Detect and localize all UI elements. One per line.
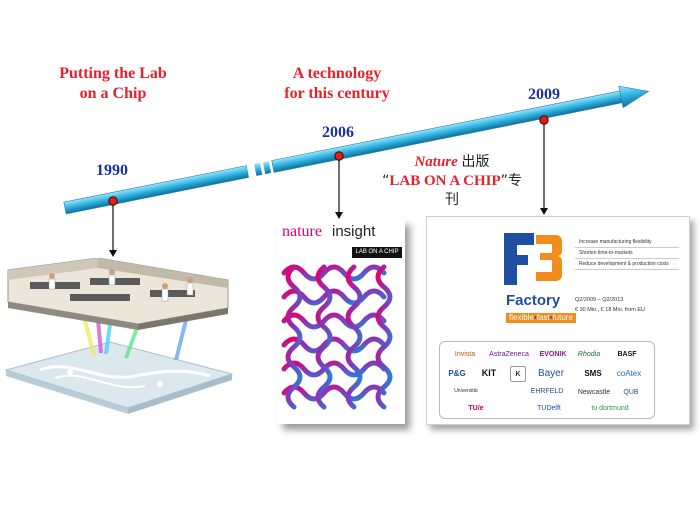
f3-bullet-2: Shorten time-to-markets: [575, 248, 679, 259]
partner-logo: EVONIK: [539, 350, 567, 358]
partner-logo: Bayer: [537, 367, 565, 379]
f3-period: Q2/2009 – Q2/2013: [575, 297, 624, 303]
headline-left-line-1: Putting the Lab: [59, 65, 167, 82]
marker-2006: [334, 151, 344, 161]
nature-note-nature: Nature: [414, 154, 458, 170]
f3-bullets: Increase manufacturing flexibility Short…: [575, 237, 679, 270]
nature-note: Nature 出版 “LAB ON A CHIP”专 刊: [372, 153, 532, 210]
nature-insight-cover: nature insight LAB ON A CHIP: [278, 219, 405, 424]
quote-open: “: [382, 173, 390, 189]
partner-logo: coAtex: [616, 368, 642, 378]
lab-on-chip-illustration: [4, 258, 234, 414]
nature-note-special-2: 刊: [445, 192, 459, 208]
partner-logo: tu dortmund: [591, 404, 629, 412]
headline-mid: A technology for this century: [262, 64, 412, 104]
headline-mid-line-2: for this century: [284, 85, 390, 102]
nature-note-line-2: “LAB ON A CHIP”专: [372, 172, 532, 191]
headline-left: Putting the Lab on a Chip: [38, 64, 188, 104]
marker-1990: [108, 196, 118, 206]
marker-2009: [539, 115, 549, 125]
year-2006: 2006: [322, 124, 354, 141]
f3-factory-panel: Factory flexible•fast•future Increase ma…: [426, 216, 690, 425]
nature-note-issue: LAB ON A CHIP: [389, 173, 501, 189]
slogan-sep-2: •: [549, 313, 553, 322]
partner-logo: EHRFELD: [530, 387, 564, 395]
partner-logo: BASF: [617, 350, 637, 358]
slogan-1: flexible: [509, 313, 534, 322]
partner-logo: K: [510, 366, 526, 382]
f3-partner-box: Invista AstraZeneca EVONIK Rhodia BASF P…: [439, 341, 655, 419]
f3-logo-mark: [502, 231, 564, 287]
cover-masthead: nature insight: [282, 223, 401, 245]
headline-mid-line-1: A technology: [292, 65, 382, 82]
partner-logo: QUB: [623, 388, 639, 396]
headline-left-line-2: on a Chip: [79, 85, 147, 102]
slogan-2: fast: [536, 313, 550, 322]
partner-logo: Invista: [454, 350, 476, 358]
f3-factory-wordmark: Factory: [506, 292, 561, 309]
cover-tag: LAB ON A CHIP: [352, 247, 402, 258]
cover-art: [281, 264, 393, 410]
partner-logo: Newcastle: [577, 388, 611, 396]
nature-note-line-3: 刊: [372, 191, 532, 210]
slogan-3: future: [552, 313, 573, 322]
partner-logo: P&G: [448, 368, 466, 378]
partner-logo: SMS: [584, 368, 602, 378]
cover-brand-left: nature: [282, 223, 322, 240]
partner-logo: TUDelft: [537, 404, 561, 412]
partner-logo: Universität: [454, 388, 478, 394]
year-2009: 2009: [528, 86, 560, 103]
partner-logo: TU/e: [468, 404, 484, 412]
nature-note-line-1: Nature 出版: [372, 153, 532, 172]
f3-bullet-3: Reduce development & production costs: [575, 259, 679, 270]
quote-close: ”: [500, 173, 508, 189]
partner-logo: Rhodia: [577, 350, 601, 358]
f3-logo-icon: [504, 233, 563, 285]
cover-brand-right: insight: [332, 223, 376, 240]
nature-note-special: 专: [507, 173, 522, 189]
partner-logo: AstraZeneca: [489, 350, 529, 358]
nature-note-publish: 出版: [461, 154, 490, 170]
f3-slogan: flexible•fast•future: [506, 313, 576, 323]
year-1990: 1990: [96, 162, 128, 179]
f3-funding: € 30 Mio., € 18 Mio. from EU: [575, 307, 645, 313]
f3-bullet-1: Increase manufacturing flexibility: [575, 237, 679, 248]
slogan-sep-1: •: [533, 313, 537, 322]
partner-logo: KIT: [481, 368, 497, 378]
